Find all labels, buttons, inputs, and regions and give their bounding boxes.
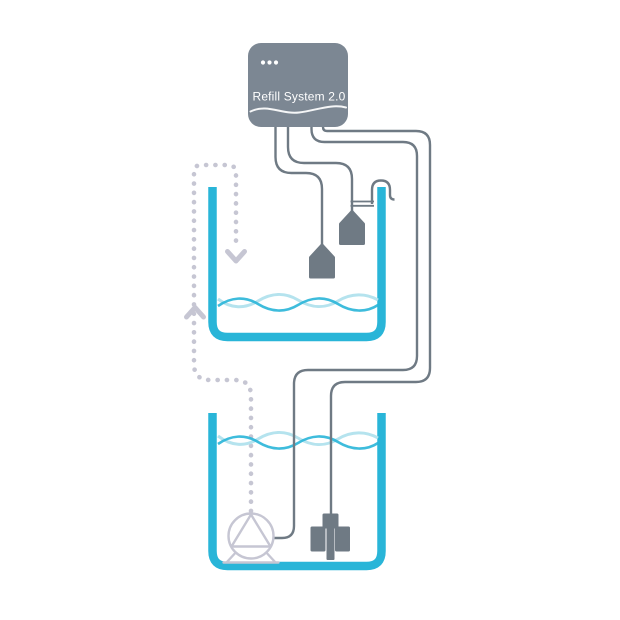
reservoir-tank-walls xyxy=(208,413,386,571)
level-sensor-high xyxy=(339,210,365,245)
float-switch-head xyxy=(322,513,339,529)
cable-sensor-low xyxy=(274,126,324,247)
outlet-hook-bracket xyxy=(350,200,374,207)
controller-housing xyxy=(248,43,348,127)
water-flow-path xyxy=(184,162,254,514)
level-sensor-low xyxy=(309,243,335,279)
refill-controller-unit: Refill System 2.0 xyxy=(248,43,348,127)
pump-impeller-symbol xyxy=(230,513,272,548)
aquarium-tank-walls xyxy=(208,187,386,342)
led-icon xyxy=(267,60,272,65)
cable-float-switch xyxy=(321,126,432,514)
led-icon xyxy=(273,60,279,65)
aquarium-waterline-dark xyxy=(217,297,379,312)
float-switch-paddle-right xyxy=(335,526,350,552)
controller-label: Refill System 2.0 xyxy=(253,90,346,104)
pump-housing xyxy=(227,512,275,560)
flow-arrow-up xyxy=(184,305,206,320)
led-icon xyxy=(260,60,266,65)
aquarium-waterline-light xyxy=(217,293,379,309)
aquarium-tank xyxy=(208,187,386,342)
controller-wave-graphic xyxy=(249,105,347,114)
led-indicator-icons xyxy=(260,60,279,65)
float-switch-paddle-left xyxy=(310,526,326,552)
refill-outlet-hook xyxy=(350,179,395,207)
reservoir-waterline-dark xyxy=(217,435,379,450)
controller-cables xyxy=(274,126,432,540)
flow-dotted-line xyxy=(191,162,254,514)
reservoir-tank xyxy=(208,413,386,571)
reservoir-waterline-light xyxy=(217,431,379,446)
refill-pump xyxy=(222,512,280,564)
float-switch xyxy=(310,513,350,560)
flow-arrow-down xyxy=(225,249,247,264)
cable-pump xyxy=(274,126,419,540)
outlet-hook-tube xyxy=(370,179,395,204)
cable-sensor-high xyxy=(286,126,354,213)
